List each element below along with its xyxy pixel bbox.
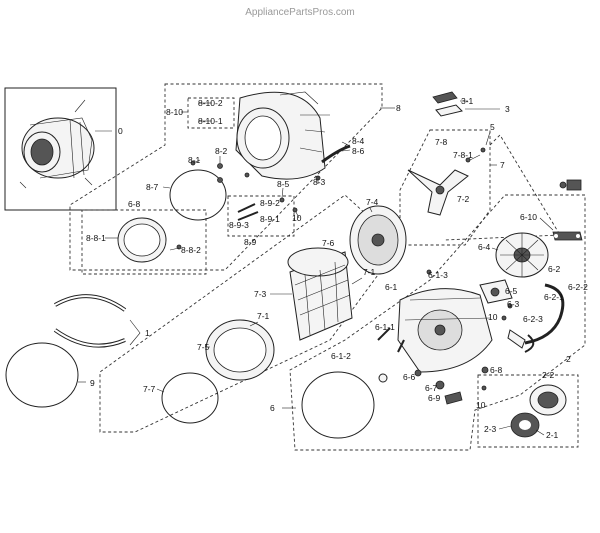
callout-6-8: 6-8: [490, 365, 503, 375]
drum-back-7-4: [349, 205, 407, 275]
callout-8-6: 8-6: [352, 146, 365, 156]
callout-7-7: 7-7: [143, 384, 156, 394]
assembly-8-10-box: [187, 97, 235, 129]
gasket-9: [5, 342, 79, 408]
callout-6-10: 6-10: [520, 212, 537, 222]
assembly-7-box: [399, 129, 491, 246]
callout-8-9-3: 8-9-3: [229, 220, 249, 230]
callout-8-9: 8-9: [244, 237, 257, 247]
callout-0: 0: [118, 126, 123, 136]
callout-6-2-2: 6-2-2: [568, 282, 588, 292]
callout-7-2: 7-2: [457, 194, 470, 204]
part-4-fitting: [559, 179, 582, 191]
callout-3-1: 3-1: [461, 96, 474, 106]
callout-8-10-2: 8-10-2: [198, 98, 223, 108]
callout-6: 6: [270, 403, 275, 413]
drum-7-6: [287, 247, 353, 341]
callout-8-8-1: 8-8-1: [86, 233, 106, 243]
callout-6-1-3: 6-1-3: [428, 270, 448, 280]
callout-8-8-2: 8-8-2: [181, 245, 201, 255]
callout-6-1-1: 6-1-1: [375, 322, 395, 332]
callout-1: 1: [145, 328, 150, 338]
callout-7-6: 7-6: [322, 238, 335, 248]
callout-9: 9: [90, 378, 95, 388]
callout-7: 7: [500, 160, 505, 170]
callout-6-2: 6-2: [548, 264, 561, 274]
assembly-8-9-box: [227, 195, 295, 237]
callout-7-1-b: 7-1: [257, 311, 270, 321]
pulley-6-4: [495, 232, 549, 278]
callout-8-5: 8-5: [277, 179, 290, 189]
callout-8-9-1: 8-9-1: [260, 214, 280, 224]
pump-2-2: [529, 384, 567, 416]
callout-6-3: 6-3: [507, 299, 520, 309]
callout-6-4: 6-4: [478, 242, 491, 252]
callout-6-7: 6-7: [425, 383, 438, 393]
callout-5: 5: [490, 122, 495, 132]
callout-8-1: 8-1: [188, 155, 201, 165]
callout-8-2: 8-2: [215, 146, 228, 156]
callout-6-1: 6-1: [385, 282, 398, 292]
ring-6-1-2: [301, 371, 375, 439]
callout-6-1-2: 6-1-2: [331, 351, 351, 361]
callout-8-10-1: 8-10-1: [198, 116, 223, 126]
callout-2-3: 2-3: [484, 424, 497, 434]
callout-8-3: 8-3: [313, 177, 326, 187]
callout-2: 2: [566, 354, 571, 364]
assembly-8-8-box: [81, 209, 207, 275]
callout-7-1-a: 7-1: [363, 267, 376, 277]
ring-7-7: [161, 372, 219, 424]
tub-gasket-8-7: [169, 169, 227, 221]
callout-8-4: 8-4: [352, 136, 365, 146]
callout-2-1: 2-1: [546, 430, 559, 440]
pump-2-1: [510, 412, 540, 438]
callout-10-c: 10: [476, 400, 486, 410]
rear-tub-part: [235, 91, 330, 180]
callout-7-3: 7-3: [254, 289, 267, 299]
front-tub-6-1: [397, 288, 493, 373]
part-3-bracket: [432, 91, 500, 117]
assembly-0-box: [4, 87, 117, 211]
assembly-8-box: [69, 83, 383, 271]
callout-3: 3: [505, 104, 510, 114]
callout-10-b: 10: [488, 312, 498, 322]
assembly-2-box: [477, 374, 579, 448]
callout-8: 8: [396, 103, 401, 113]
callout-7-8-1: 7-8-1: [453, 150, 473, 160]
callout-8-7: 8-7: [146, 182, 159, 192]
callout-7-8: 7-8: [435, 137, 448, 147]
spider-flange-7-2: [407, 169, 469, 216]
callout-8-9-2: 8-9-2: [260, 198, 280, 208]
clamp-1: [53, 294, 127, 348]
door-ring-7-5: [205, 319, 275, 381]
callout-7-4: 7-4: [366, 197, 379, 207]
assembly-7-band: [99, 194, 401, 433]
complete-tub-assembly-thumbnail: [19, 99, 95, 189]
callout-6-5: 6-5: [505, 286, 518, 296]
callout-2-2: 2-2: [542, 370, 555, 380]
watermark: AppliancePartsPros.com: [245, 7, 355, 18]
callout-7-5: 7-5: [197, 342, 210, 352]
callout-8-10: 8-10: [166, 107, 183, 117]
callout-6-2-3: 6-2-3: [523, 314, 543, 324]
callout-6-6: 6-6: [403, 372, 416, 382]
callout-6-8-top: 6-8: [128, 199, 141, 209]
motor-6-5: [479, 279, 513, 304]
callout-6-9: 6-9: [428, 393, 441, 403]
callout-6-2-1: 6-2-1: [544, 292, 564, 302]
bracket-6-10: [552, 231, 583, 241]
callout-10-a: 10: [292, 213, 302, 223]
